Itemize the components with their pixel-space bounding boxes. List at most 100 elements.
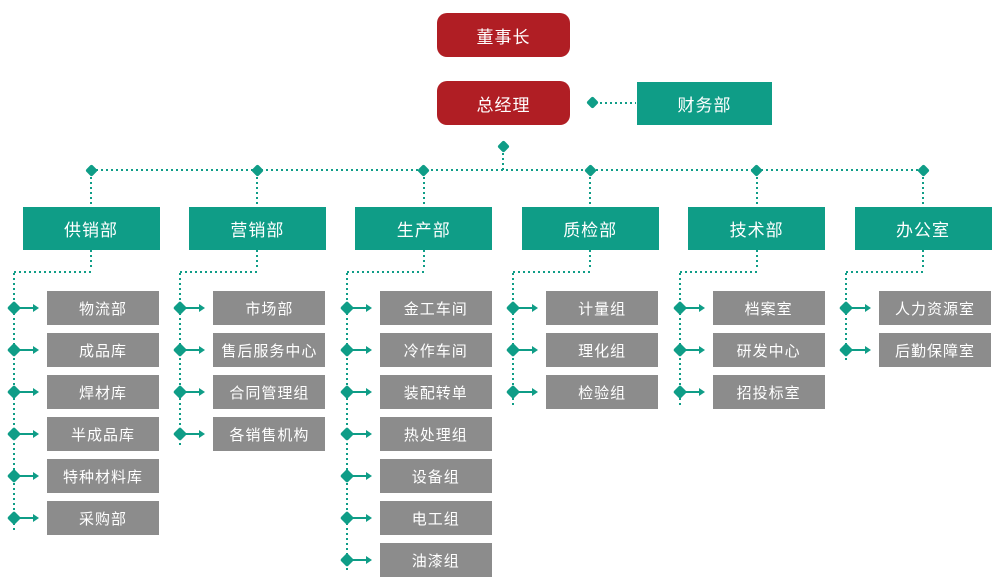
dotted-line — [90, 250, 92, 270]
connector-diamond-icon — [916, 163, 930, 177]
sub-node: 研发中心 — [712, 333, 825, 367]
connector-arrow-icon — [185, 349, 200, 351]
dotted-line — [179, 273, 182, 447]
sub-node: 冷作车间 — [379, 333, 492, 367]
sub-node: 采购部 — [47, 501, 159, 535]
connector-arrow-icon — [185, 391, 200, 393]
dotted-line — [922, 250, 924, 270]
sub-node: 计量组 — [546, 291, 659, 325]
connector-arrowhead-icon — [865, 304, 871, 312]
sub-node: 焊材库 — [47, 375, 159, 409]
dotted-line — [422, 250, 425, 270]
dotted-line — [678, 273, 681, 405]
dotted-line — [91, 169, 923, 171]
sub-node: 档案室 — [712, 291, 825, 325]
dotted-line — [345, 273, 348, 573]
connector-arrowhead-icon — [33, 430, 39, 438]
sub-node: 人力资源室 — [879, 291, 991, 325]
connector-diamond-icon — [251, 163, 264, 177]
sub-node: 合同管理组 — [213, 375, 326, 409]
connector-arrowhead-icon — [365, 430, 372, 438]
dept-node: 生产部 — [355, 207, 493, 250]
sub-node: 理化组 — [546, 333, 659, 367]
connector-arrow-icon — [518, 391, 533, 393]
dotted-line — [845, 273, 847, 363]
node-finance: 财务部 — [637, 82, 772, 125]
dotted-line — [256, 177, 259, 204]
sub-node: 电工组 — [379, 501, 492, 535]
sub-node: 设备组 — [379, 459, 492, 493]
dotted-line — [346, 271, 424, 273]
dept-node: 营销部 — [188, 207, 326, 250]
connector-arrow-icon — [19, 391, 33, 393]
dotted-line — [589, 177, 592, 204]
sub-node: 后勤保障室 — [879, 333, 991, 367]
connector-diamond-icon — [497, 140, 510, 153]
connector-arrowhead-icon — [365, 556, 372, 564]
connector-diamond-icon — [750, 163, 763, 177]
connector-arrow-icon — [351, 391, 366, 393]
dept-node: 技术部 — [688, 207, 826, 250]
dotted-line — [846, 271, 923, 273]
connector-arrow-icon — [351, 517, 366, 519]
dotted-line — [679, 271, 757, 273]
dotted-line — [513, 271, 591, 273]
connector-arrowhead-icon — [199, 304, 206, 312]
sub-node: 各销售机构 — [213, 417, 326, 451]
connector-arrowhead-icon — [532, 388, 539, 396]
connector-arrow-icon — [851, 307, 865, 309]
connector-arrow-icon — [19, 307, 33, 309]
connector-arrowhead-icon — [698, 304, 705, 312]
connector-arrowhead-icon — [33, 388, 39, 396]
dotted-line — [512, 273, 515, 405]
connector-arrowhead-icon — [365, 388, 372, 396]
connector-diamond-icon — [417, 163, 431, 177]
sub-node: 半成品库 — [47, 417, 159, 451]
sub-node: 成品库 — [47, 333, 159, 367]
connector-arrow-icon — [185, 307, 200, 309]
sub-node: 售后服务中心 — [213, 333, 326, 367]
sub-node: 金工车间 — [379, 291, 492, 325]
connector-arrowhead-icon — [33, 346, 39, 354]
dotted-line — [422, 177, 425, 204]
connector-arrow-icon — [518, 349, 533, 351]
dotted-line — [755, 250, 758, 270]
connector-arrow-icon — [518, 307, 533, 309]
dotted-line — [180, 271, 258, 273]
sub-node: 招投标室 — [712, 375, 825, 409]
dept-node: 质检部 — [521, 207, 659, 250]
dotted-line — [14, 271, 91, 273]
connector-arrow-icon — [684, 349, 699, 351]
connector-arrowhead-icon — [698, 388, 705, 396]
connector-arrowhead-icon — [33, 514, 39, 522]
dotted-line — [90, 177, 92, 204]
connector-arrowhead-icon — [532, 346, 539, 354]
sub-node: 物流部 — [47, 291, 159, 325]
connector-arrow-icon — [185, 433, 200, 435]
connector-arrowhead-icon — [365, 514, 372, 522]
connector-arrow-icon — [19, 349, 33, 351]
dotted-line — [600, 102, 636, 104]
connector-arrowhead-icon — [365, 472, 372, 480]
connector-arrow-icon — [351, 307, 366, 309]
connector-arrow-icon — [351, 433, 366, 435]
connector-arrow-icon — [851, 349, 865, 351]
connector-arrow-icon — [684, 391, 699, 393]
dept-node: 供销部 — [22, 207, 160, 250]
connector-arrowhead-icon — [698, 346, 705, 354]
dotted-line — [256, 250, 259, 270]
connector-arrowhead-icon — [199, 430, 206, 438]
connector-arrow-icon — [19, 433, 33, 435]
connector-arrowhead-icon — [199, 388, 206, 396]
connector-diamond-icon — [583, 163, 597, 177]
node-general-manager: 总经理 — [437, 81, 570, 125]
connector-arrowhead-icon — [532, 304, 539, 312]
connector-diamond-icon — [586, 96, 599, 109]
sub-node: 市场部 — [213, 291, 326, 325]
dotted-line — [502, 153, 504, 170]
connector-arrowhead-icon — [365, 304, 372, 312]
connector-arrowhead-icon — [33, 472, 39, 480]
node-chairman: 董事长 — [437, 13, 570, 57]
sub-node: 热处理组 — [379, 417, 492, 451]
